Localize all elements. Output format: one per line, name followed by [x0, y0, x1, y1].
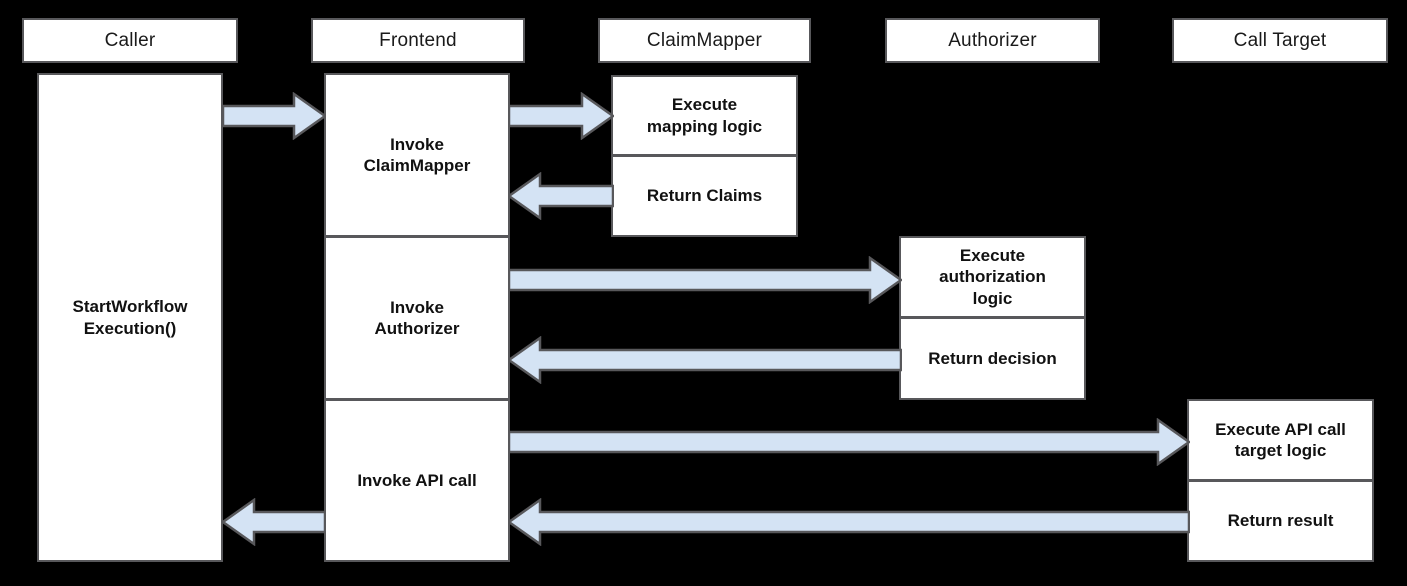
- lifeline-header-label: Caller: [104, 29, 156, 51]
- lifeline-header-calltarget[interactable]: Call Target: [1172, 18, 1388, 63]
- step-label: Return result: [1227, 511, 1334, 531]
- lifeline-header-label: Authorizer: [948, 29, 1037, 51]
- lifeline-header-label: Call Target: [1233, 29, 1327, 51]
- lifeline-header-label: ClaimMapper: [646, 29, 763, 51]
- message-arrow-frontend-to-calltarget[interactable]: [508, 418, 1190, 466]
- step-calltarget-return-result[interactable]: Return result: [1187, 480, 1374, 562]
- message-arrow-frontend-to-caller[interactable]: [222, 498, 326, 546]
- step-label: Invoke API call: [357, 470, 477, 490]
- step-authorizer-return-decision[interactable]: Return decision: [899, 317, 1086, 400]
- lifeline-header-label: Frontend: [379, 29, 457, 51]
- step-label: Return Claims: [646, 186, 763, 206]
- lifeline-header-claimmapper[interactable]: ClaimMapper: [598, 18, 811, 63]
- message-arrow-authorizer-to-frontend[interactable]: [508, 336, 902, 384]
- message-arrow-calltarget-to-frontend[interactable]: [508, 498, 1190, 546]
- lifeline-header-frontend[interactable]: Frontend: [311, 18, 525, 63]
- lifeline-header-authorizer[interactable]: Authorizer: [885, 18, 1100, 63]
- message-arrow-claimmapper-to-frontend[interactable]: [508, 172, 614, 220]
- message-arrow-frontend-to-claimmapper[interactable]: [508, 92, 614, 140]
- step-label: Return decision: [928, 348, 1057, 368]
- step-claimmapper-return-claims[interactable]: Return Claims: [611, 155, 798, 237]
- lifeline-header-caller[interactable]: Caller: [22, 18, 238, 63]
- message-arrow-caller-to-frontend[interactable]: [222, 92, 326, 140]
- step-frontend-invoke-api-call[interactable]: Invoke API call: [324, 399, 510, 562]
- message-arrow-frontend-to-authorizer[interactable]: [508, 256, 902, 304]
